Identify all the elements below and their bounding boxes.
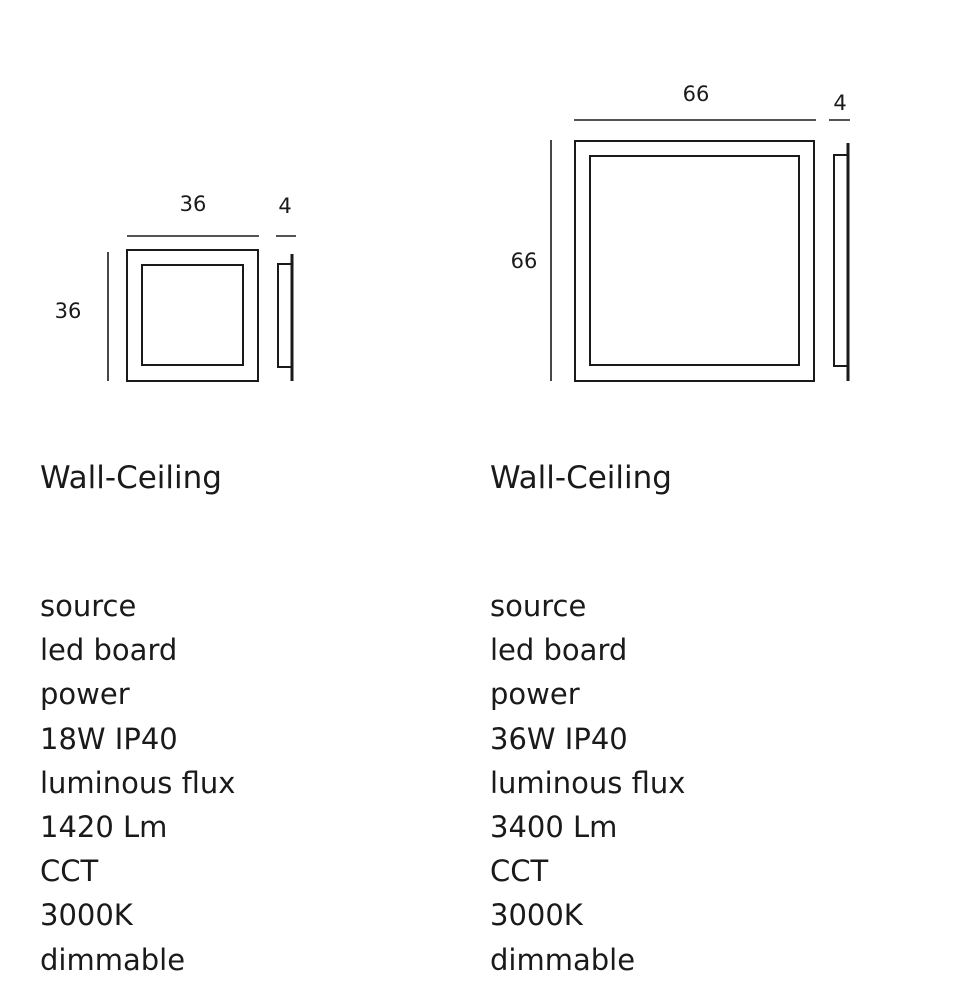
small-front-inner-panel xyxy=(141,264,244,366)
large-fixture-drawing: 66 4 66 xyxy=(511,82,850,382)
small-width-label: 36 xyxy=(180,192,207,216)
spec-flux-label: luminous flux xyxy=(490,765,686,800)
spec-power-label: power xyxy=(40,677,130,712)
spec-dimmable: dimmable xyxy=(40,942,186,977)
spec-source-label: source xyxy=(40,589,137,623)
spec-source-value: led board xyxy=(490,633,628,668)
large-width-label: 66 xyxy=(683,82,710,106)
product-card-small: Wall-Ceiling source led board power 18W … xyxy=(40,456,460,977)
spec-power-value: 18W IP40 xyxy=(40,721,178,756)
spec-power-value: 36W IP40 xyxy=(490,721,628,756)
large-front-inner-panel xyxy=(589,155,800,366)
large-depth-label: 4 xyxy=(833,91,846,115)
product-title: Wall-Ceiling xyxy=(490,460,672,496)
spec-list: source led board power 18W IP40 luminous… xyxy=(40,584,235,982)
large-front-outer-frame xyxy=(574,140,815,382)
spec-cct-value: 3000K xyxy=(490,898,583,933)
spec-source-value: led board xyxy=(40,633,178,668)
spec-flux-value: 3400 Lm xyxy=(490,810,618,845)
small-depth-label: 4 xyxy=(278,194,291,218)
large-side-profile xyxy=(833,154,849,367)
large-height-label: 66 xyxy=(511,249,538,273)
small-side-profile xyxy=(277,263,293,368)
spec-dimmable: dimmable xyxy=(490,942,636,977)
spec-cct-label: CCT xyxy=(40,854,99,889)
technical-drawing: 36 4 36 66 4 66 xyxy=(55,82,850,382)
spec-cct-value: 3000K xyxy=(40,898,133,933)
small-front-outer-frame xyxy=(126,249,259,382)
spec-power-label: power xyxy=(490,677,580,712)
spec-list: source led board power 36W IP40 luminous… xyxy=(490,584,685,982)
product-card-large: Wall-Ceiling source led board power 36W … xyxy=(490,456,910,977)
spec-flux-value: 1420 Lm xyxy=(40,810,168,845)
spec-flux-label: luminous flux xyxy=(40,765,236,800)
small-height-label: 36 xyxy=(55,299,82,323)
product-title: Wall-Ceiling xyxy=(40,460,222,496)
spec-source-label: source xyxy=(490,589,587,623)
small-fixture-drawing: 36 4 36 xyxy=(55,192,296,382)
spec-cct-label: CCT xyxy=(490,854,549,889)
